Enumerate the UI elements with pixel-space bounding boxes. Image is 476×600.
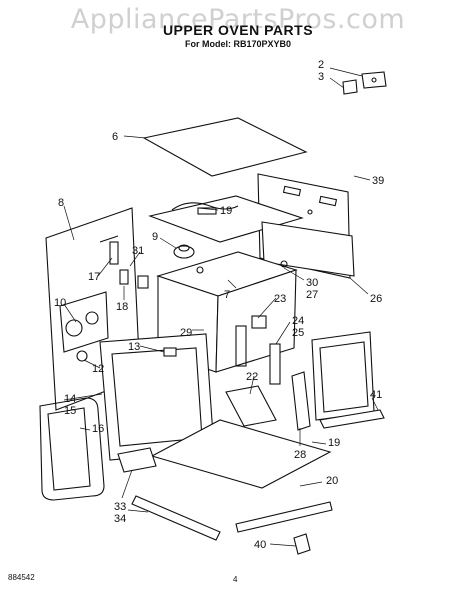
- part-door-gasket: [39, 397, 105, 501]
- callout-41: 41: [370, 389, 382, 401]
- callout-39: 39: [372, 175, 384, 187]
- part-fan-motor: [173, 244, 195, 259]
- callout-8: 8: [58, 197, 64, 209]
- callout-18: 18: [116, 301, 128, 313]
- part-right-side-panel: [261, 221, 355, 277]
- callout-29: 29: [180, 327, 192, 339]
- part-trim-strip-lower: [235, 501, 333, 533]
- page-number: 4: [233, 575, 238, 584]
- callout-19-upper: 19: [220, 205, 232, 217]
- part-trim-strip-right: [319, 409, 385, 429]
- document-number: 884542: [8, 573, 35, 582]
- page-title: UPPER OVEN PARTS: [162, 22, 314, 38]
- callout-20: 20: [326, 475, 338, 487]
- callout-13: 13: [128, 341, 140, 353]
- callout-6: 6: [112, 131, 118, 143]
- callout-10: 10: [54, 297, 66, 309]
- part-door-hinge: [291, 371, 311, 431]
- callout-34: 34: [114, 513, 126, 525]
- callout-19-lower: 19: [328, 437, 340, 449]
- part-small-brackets: [109, 241, 149, 289]
- callout-33: 33: [114, 501, 126, 513]
- callout-22: 22: [246, 371, 258, 383]
- part-front-trim: [117, 447, 221, 541]
- callout-26: 26: [370, 293, 382, 305]
- part-latch: [163, 347, 177, 357]
- callout-7: 7: [224, 289, 230, 301]
- model-subtitle: For Model: RB170PXYB0: [184, 39, 292, 49]
- part-bottom-panel: [150, 419, 332, 489]
- part-door-liner: [251, 315, 375, 421]
- part-wrapper-top: [148, 195, 304, 243]
- callout-15: 15: [64, 405, 76, 417]
- callout-27: 27: [306, 289, 318, 301]
- part-clip: [293, 533, 311, 555]
- callout-25: 25: [292, 327, 304, 339]
- callout-12: 12: [92, 363, 104, 375]
- callout-28: 28: [294, 449, 306, 461]
- callout-2: 2: [318, 59, 324, 71]
- part-top-panel: [142, 117, 308, 177]
- part-knob: [76, 350, 88, 362]
- callout-23: 23: [274, 293, 286, 305]
- callout-31: 31: [132, 245, 144, 257]
- callout-14: 14: [64, 393, 76, 405]
- callout-16: 16: [92, 423, 104, 435]
- callout-9: 9: [152, 231, 158, 243]
- callout-17: 17: [88, 271, 100, 283]
- callout-30: 30: [306, 277, 318, 289]
- leader-lines: [63, 67, 379, 547]
- part-support-rail: [225, 385, 277, 427]
- part-lamp-assembly: [59, 291, 109, 353]
- callout-40: 40: [254, 539, 266, 551]
- callout-3: 3: [318, 71, 324, 83]
- part-hinge-bracket: [342, 71, 387, 95]
- callout-24: 24: [292, 315, 304, 327]
